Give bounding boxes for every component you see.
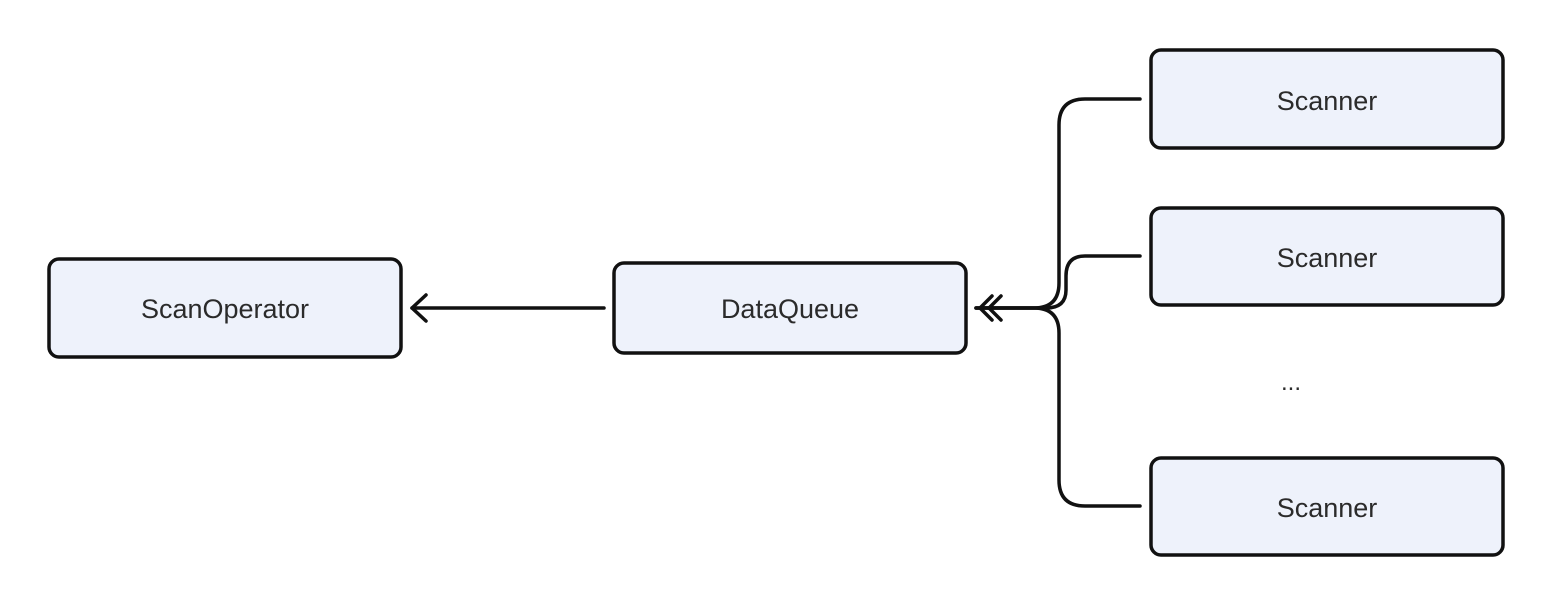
edge-dataqueue-to-scanoperator <box>410 293 606 323</box>
node-data-queue[interactable]: DataQueue <box>612 261 968 355</box>
edge-scanner-2 <box>974 254 1142 310</box>
node-scan-operator-label: ScanOperator <box>141 294 309 324</box>
node-data-queue-label: DataQueue <box>721 294 859 324</box>
edge-scanner-1 <box>974 97 1142 310</box>
node-scanner-n[interactable]: Scanner <box>1149 456 1505 557</box>
node-scanner-1[interactable]: Scanner <box>1149 48 1505 150</box>
ellipsis-more-scanners: ... <box>1281 369 1301 396</box>
arrowhead-icon <box>410 293 428 323</box>
node-scanner-2[interactable]: Scanner <box>1149 206 1505 307</box>
node-scan-operator[interactable]: ScanOperator <box>47 257 403 359</box>
node-scanner-n-label: Scanner <box>1277 493 1378 523</box>
edges-scanners-to-dataqueue <box>974 97 1142 508</box>
node-scanner-1-label: Scanner <box>1277 86 1378 116</box>
double-arrowhead-icon <box>978 294 1003 322</box>
node-scanner-2-label: Scanner <box>1277 243 1378 273</box>
edge-scanner-n <box>974 306 1142 508</box>
